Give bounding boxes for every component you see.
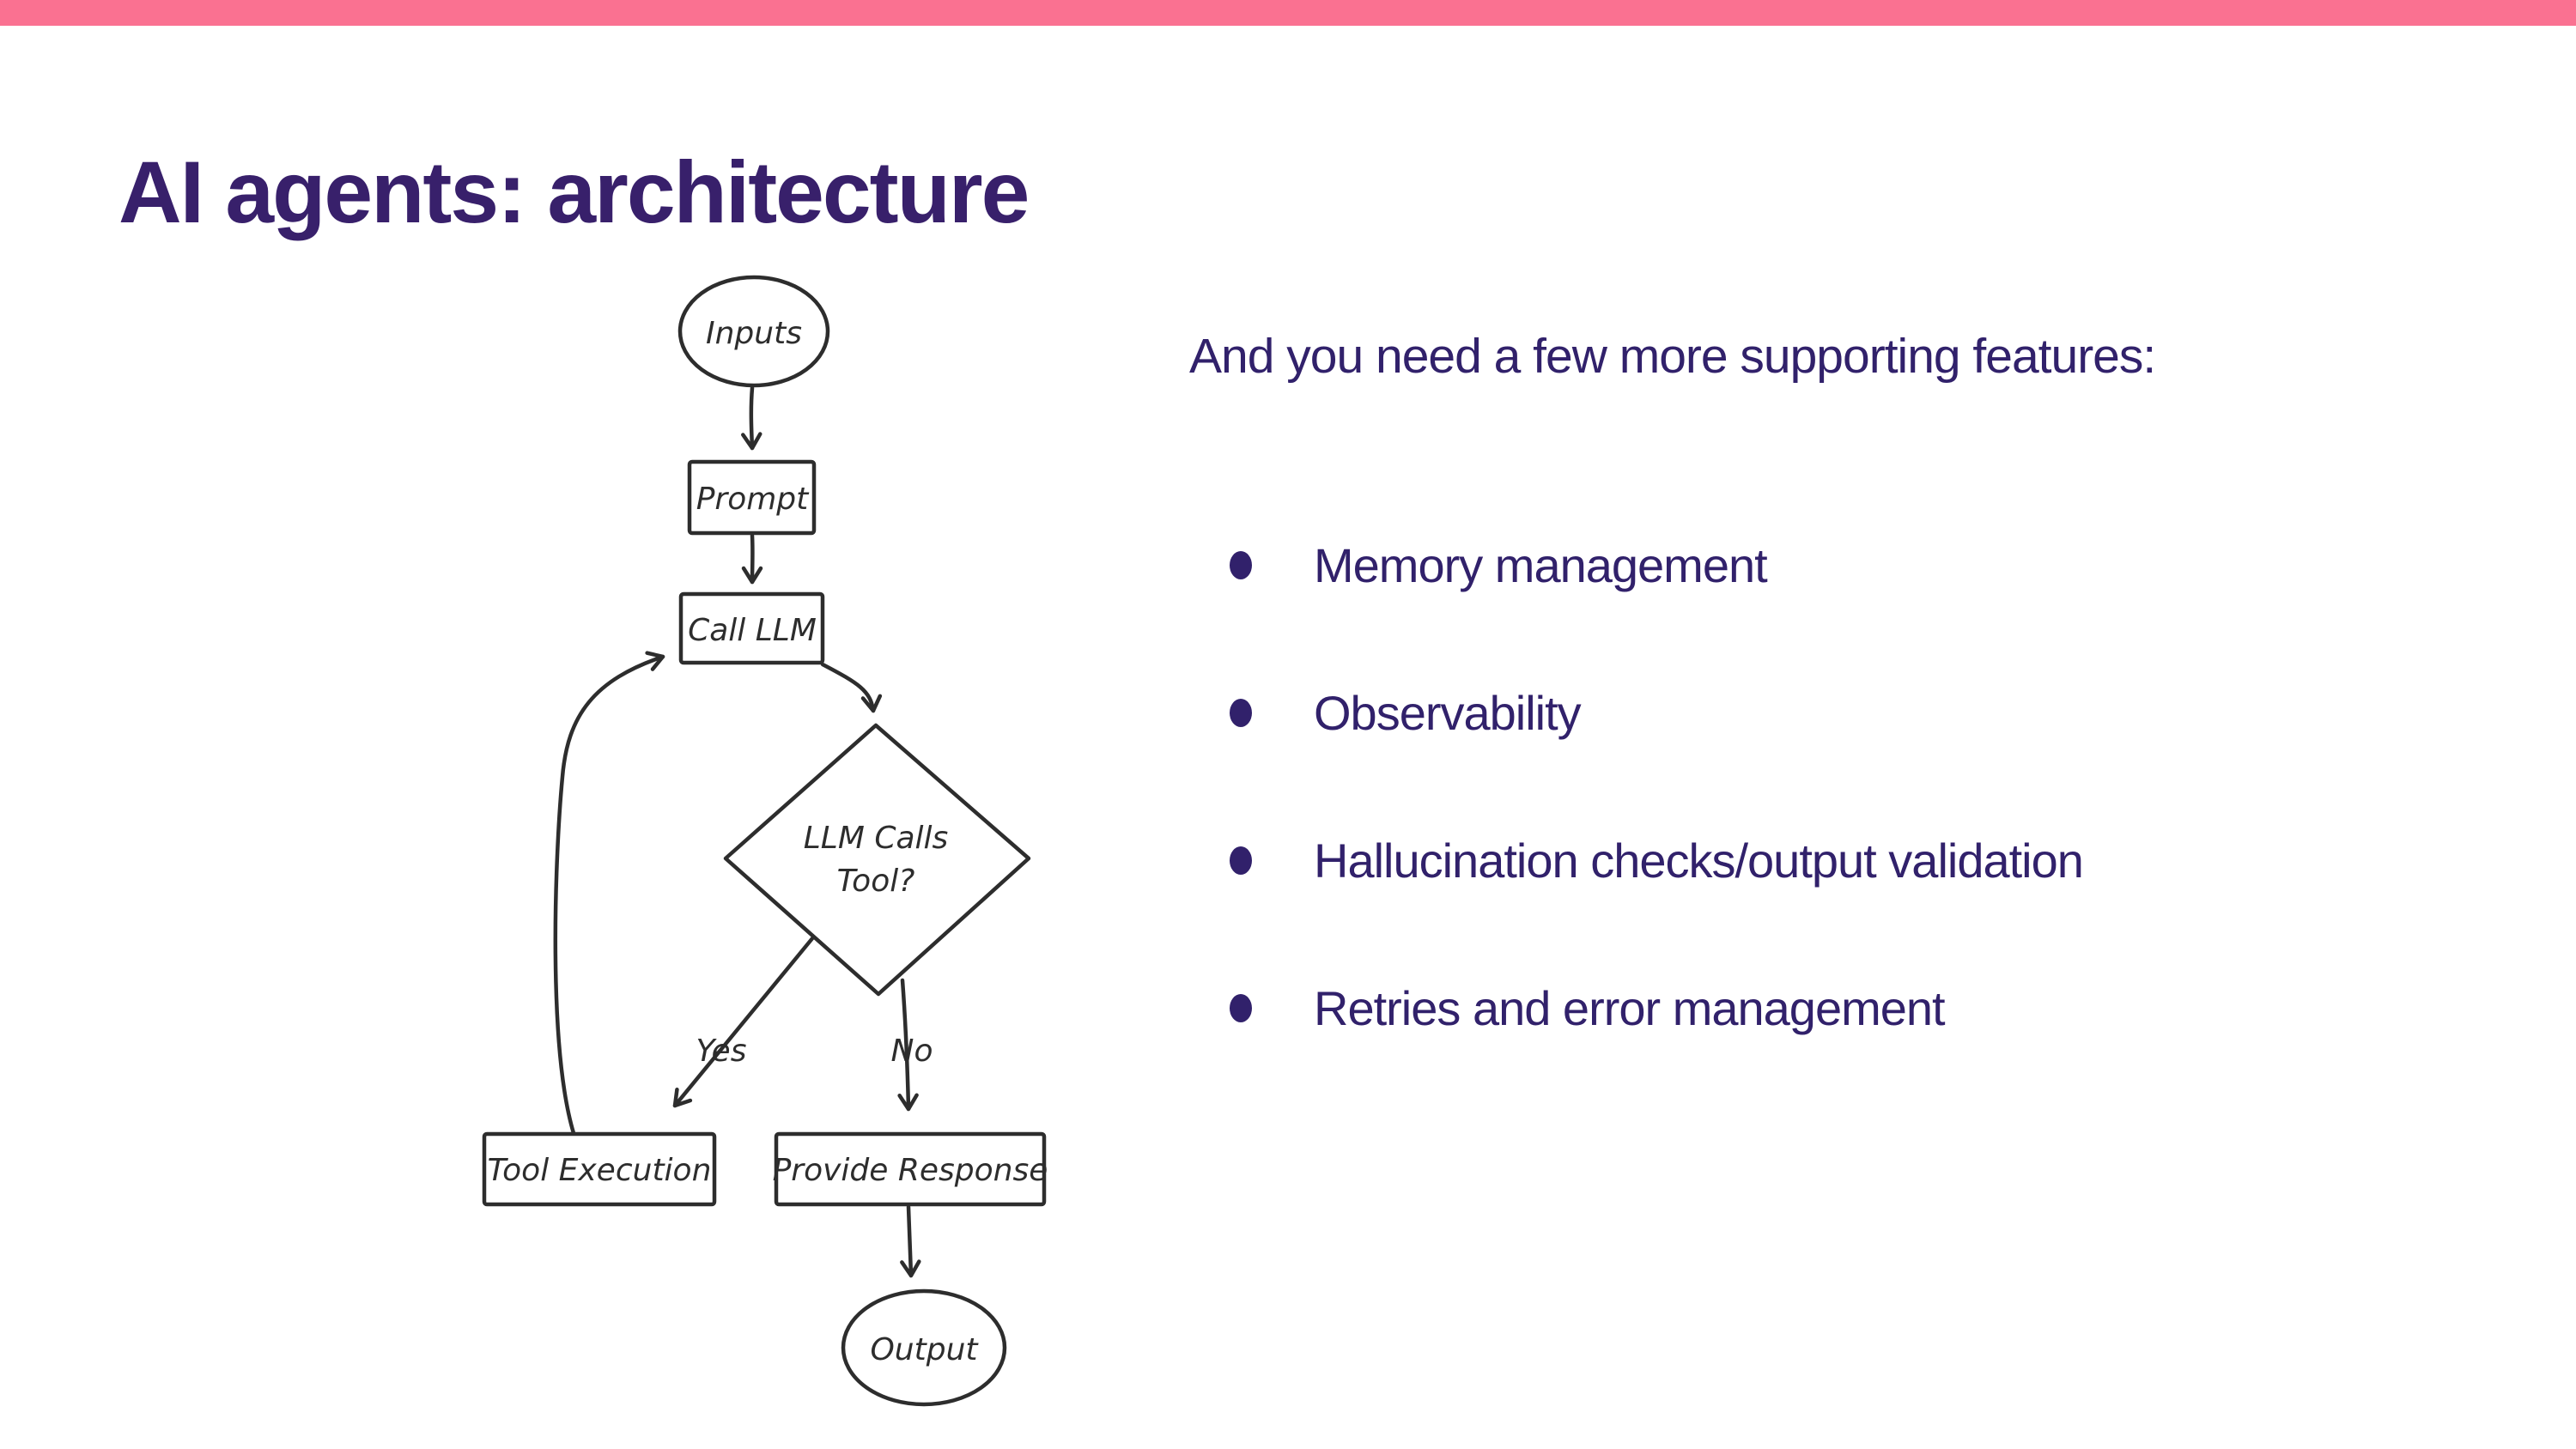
supporting-features-heading: And you need a few more supporting featu… <box>1189 329 2156 384</box>
bullet-text: Hallucination checks/output validation <box>1314 833 2084 888</box>
bullet-icon <box>1230 550 1252 579</box>
arrow-inputs-prompt <box>741 385 762 451</box>
output-label: Output <box>870 1332 979 1367</box>
inputs-node <box>677 275 830 388</box>
list-item: Hallucination checks/output validation <box>1230 829 2084 891</box>
bullet-icon <box>1230 698 1252 727</box>
bullet-icon <box>1230 846 1252 875</box>
top-accent-bar <box>0 0 2576 26</box>
output-node <box>841 1288 1007 1407</box>
arrow-no <box>897 978 919 1112</box>
arrow-callllm-decision <box>820 662 883 713</box>
list-item: Memory management <box>1230 534 2083 596</box>
inputs-label: Inputs <box>706 316 802 351</box>
bullet-icon <box>1230 993 1252 1022</box>
list-item: Retries and error management <box>1230 977 2083 1039</box>
arrow-response-output <box>900 1204 921 1278</box>
provide-response-label: Provide Response <box>773 1153 1048 1188</box>
tool-execution-label: Tool Execution <box>488 1153 712 1188</box>
no-label: No <box>891 1034 933 1069</box>
arrow-loop-toolexec-callllm <box>553 651 665 1136</box>
provide-response-node <box>774 1131 1047 1207</box>
decision-node <box>723 723 1031 997</box>
bullet-text: Memory management <box>1314 537 1768 592</box>
prompt-node <box>687 459 817 536</box>
page-title: AI agents: architecture <box>118 143 1030 241</box>
arrow-yes <box>672 935 816 1108</box>
call-llm-node <box>678 591 825 665</box>
decision-label-line1: LLM Calls <box>804 821 949 856</box>
call-llm-label: Call LLM <box>688 613 817 648</box>
list-item: Observability <box>1230 682 2083 743</box>
bullet-text: Observability <box>1314 685 1582 740</box>
bullet-text: Retries and error management <box>1314 980 1946 1035</box>
tool-execution-node <box>482 1131 717 1207</box>
flowchart-diagram: Inputs Prompt Call LLM LLM Calls Tool? Y… <box>482 275 1048 1407</box>
decision-label-line2: Tool? <box>837 864 915 899</box>
yes-label: Yes <box>696 1034 747 1069</box>
prompt-label: Prompt <box>696 482 810 517</box>
bullet-list: Memory management Observability Hallucin… <box>1230 534 2084 1125</box>
